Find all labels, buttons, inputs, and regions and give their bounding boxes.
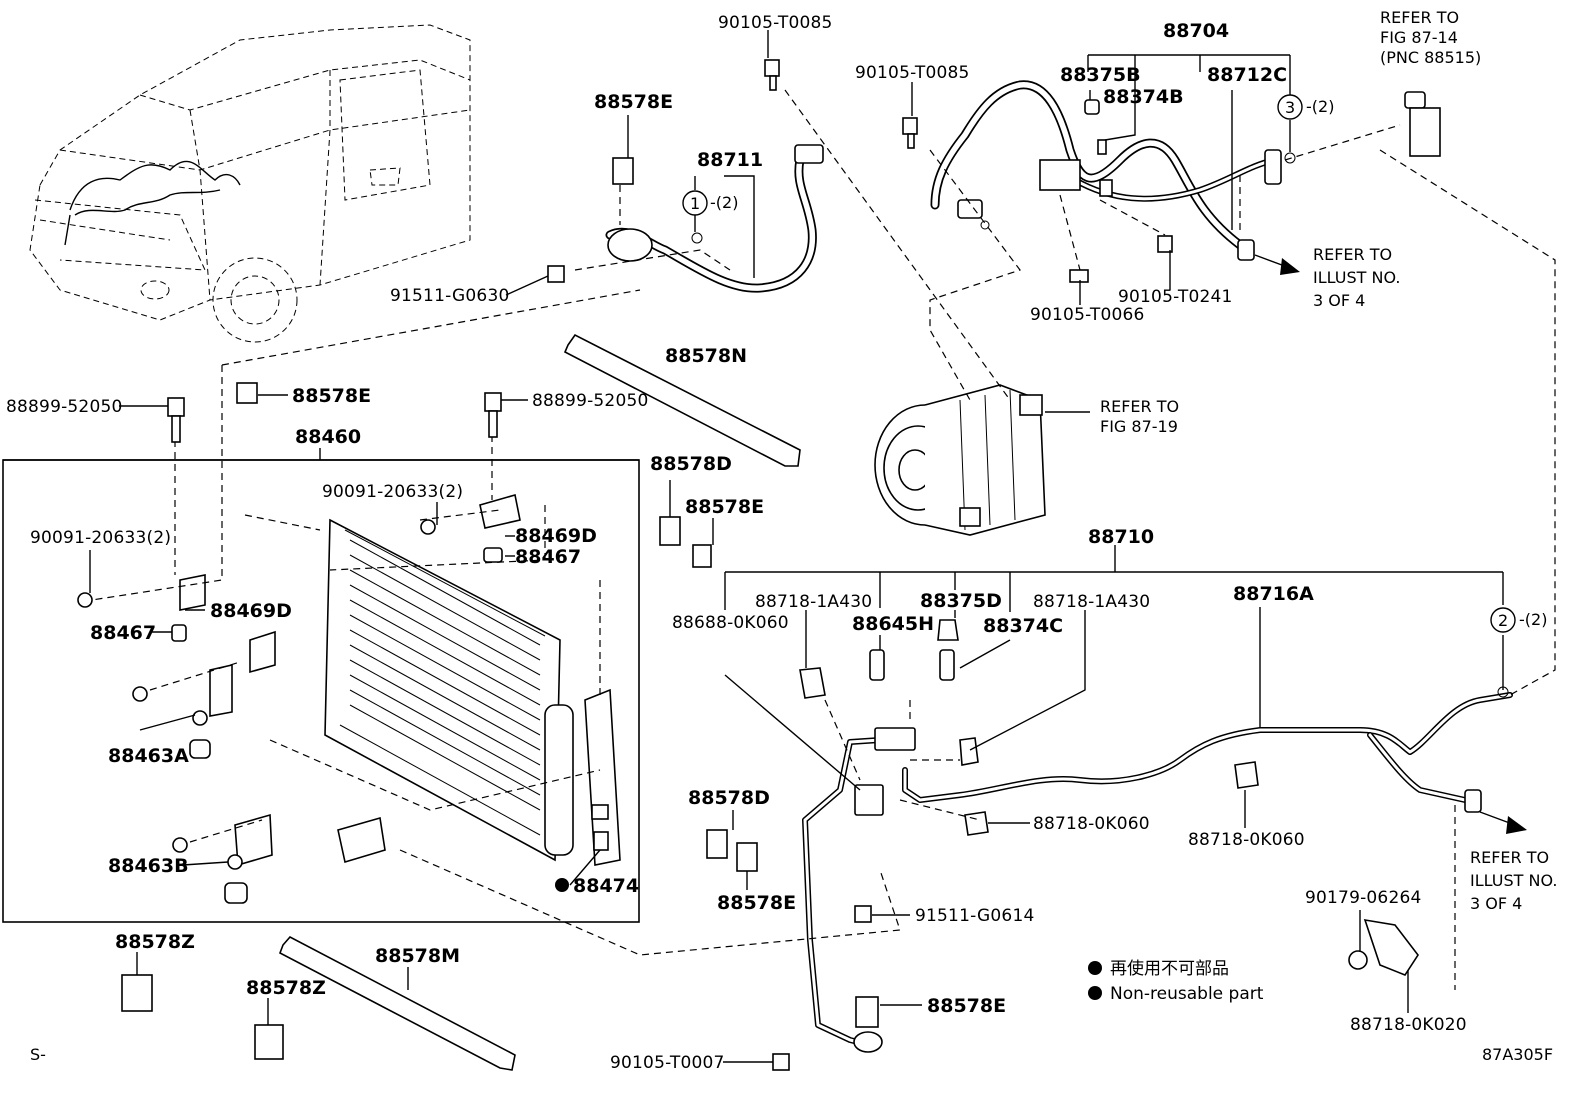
label-88578E-b: 88578E (292, 385, 371, 407)
label-88578Z-b: 88578Z (246, 977, 326, 999)
refer-illust-a-line2: ILLUST NO. (1313, 268, 1400, 287)
label-88375D: 88375D (920, 590, 1002, 612)
label-88467-b: 88467 (90, 622, 156, 644)
liquid-pipe-88710 (799, 619, 1513, 1053)
expansion-valve (1404, 91, 1441, 157)
callout-3-number: 3 (1285, 98, 1295, 117)
condenser-brackets (77, 493, 521, 904)
label-88374C: 88374C (983, 615, 1063, 637)
label-88463B: 88463B (108, 855, 189, 877)
label-90105-T0085-a: 90105-T0085 (718, 13, 833, 33)
callout-1-number: 1 (690, 194, 700, 213)
label-88899-52050-b: 88899-52050 (532, 391, 649, 411)
legend: 再使用不可部品 Non-reusable part (1110, 958, 1264, 1004)
label-88712C: 88712C (1207, 64, 1287, 86)
part-labels: 90105-T0085 90105-T0085 88704 REFER TO F… (6, 8, 1557, 1073)
legend-dot-icon-cn (1088, 961, 1102, 975)
label-88716A: 88716A (1233, 583, 1314, 605)
condenser-core (324, 518, 621, 866)
non-reusable-dot-icon (555, 878, 569, 892)
label-90105-T0066: 90105-T0066 (1030, 305, 1145, 325)
refer-illust-b-line3: 3 OF 4 (1470, 894, 1522, 913)
label-90105-T0241: 90105-T0241 (1118, 287, 1233, 307)
label-88711: 88711 (697, 149, 763, 171)
label-88474: 88474 (573, 875, 639, 897)
label-90179-06264: 90179-06264 (1305, 888, 1422, 908)
callout-3-qty: -(2) (1306, 97, 1334, 116)
refer-illust-a-line3: 3 OF 4 (1313, 291, 1365, 310)
label-88374B: 88374B (1103, 86, 1184, 108)
label-88578M: 88578M (375, 945, 460, 967)
label-91511-G0630: 91511-G0630 (390, 286, 509, 306)
label-88578N: 88578N (665, 345, 747, 367)
label-88463A: 88463A (108, 745, 189, 767)
label-88375B: 88375B (1060, 64, 1141, 86)
discharge-hose-88711 (605, 144, 824, 293)
refer-illust-b-line2: ILLUST NO. (1470, 871, 1557, 890)
label-88578E-top: 88578E (594, 91, 673, 113)
label-90091-20633-b: 90091-20633(2) (30, 528, 171, 548)
suction-hose-88704 (930, 80, 1282, 261)
label-88578E-c: 88578E (685, 496, 764, 518)
refer-illust-b-line1: REFER TO (1470, 848, 1549, 867)
legend-item-en: Non-reusable part (1110, 984, 1264, 1004)
legend-item-cn: 再使用不可部品 (1110, 958, 1229, 979)
label-88578E-d: 88578E (717, 892, 796, 914)
callout-circle-3 (1277, 94, 1303, 120)
refer-fig-87-14-line2: FIG 87-14 (1380, 28, 1458, 47)
refer-fig-87-14-line1: REFER TO (1380, 8, 1459, 27)
label-88578E-e: 88578E (927, 995, 1006, 1017)
arrow-icon (1254, 254, 1527, 834)
callout-circle-2 (1490, 607, 1516, 633)
label-88578Z-a: 88578Z (115, 931, 195, 953)
compressor (874, 384, 1046, 536)
label-88469D-a: 88469D (515, 525, 597, 547)
label-88899-52050-a: 88899-52050 (6, 397, 123, 417)
label-88469D-b: 88469D (210, 600, 292, 622)
refer-fig-87-19-line2: FIG 87-19 (1100, 417, 1178, 436)
label-88710: 88710 (1088, 526, 1154, 548)
label-91511-G0614: 91511-G0614 (915, 906, 1034, 926)
callout-circle-1 (682, 190, 708, 216)
label-88578D-b: 88578D (688, 787, 770, 809)
label-88704: 88704 (1163, 20, 1229, 42)
label-88718-0K020: 88718-0K020 (1350, 1015, 1467, 1035)
label-88718-1A430-b: 88718-1A430 (1033, 592, 1150, 612)
label-88460: 88460 (295, 426, 361, 448)
figure-code: 87A305F (1482, 1045, 1553, 1064)
legend-dot-icon-en (1088, 986, 1102, 1000)
label-88688-0K060: 88688-0K060 (672, 613, 789, 633)
label-90105-T0085-b: 90105-T0085 (855, 63, 970, 83)
vehicle-illustration (29, 24, 471, 343)
label-88718-1A430-a: 88718-1A430 (755, 592, 872, 612)
sealing-strips (121, 157, 879, 1071)
callout-1-qty: -(2) (710, 193, 738, 212)
refer-illust-a-line1: REFER TO (1313, 245, 1392, 264)
routing-dashed-lines (399, 89, 1556, 990)
label-90091-20633-a: 90091-20633(2) (322, 482, 463, 502)
label-88718-0K060-a: 88718-0K060 (1033, 814, 1150, 834)
refer-fig-87-19-line1: REFER TO (1100, 397, 1179, 416)
label-88645H: 88645H (852, 613, 934, 635)
label-88578D-a: 88578D (650, 453, 732, 475)
leader-lines (3, 30, 1504, 1063)
corner-mark: S- (30, 1045, 46, 1064)
label-88718-0K060-b: 88718-0K060 (1188, 830, 1305, 850)
refer-fig-87-14-line3: (PNC 88515) (1380, 48, 1481, 67)
callout-2-qty: -(2) (1519, 610, 1547, 629)
bolts (167, 59, 1173, 1071)
callout-2-number: 2 (1498, 611, 1508, 630)
label-88467-a: 88467 (515, 546, 581, 568)
condenser-dashed-leaders (91, 289, 641, 843)
label-90105-T0007: 90105-T0007 (610, 1053, 725, 1073)
